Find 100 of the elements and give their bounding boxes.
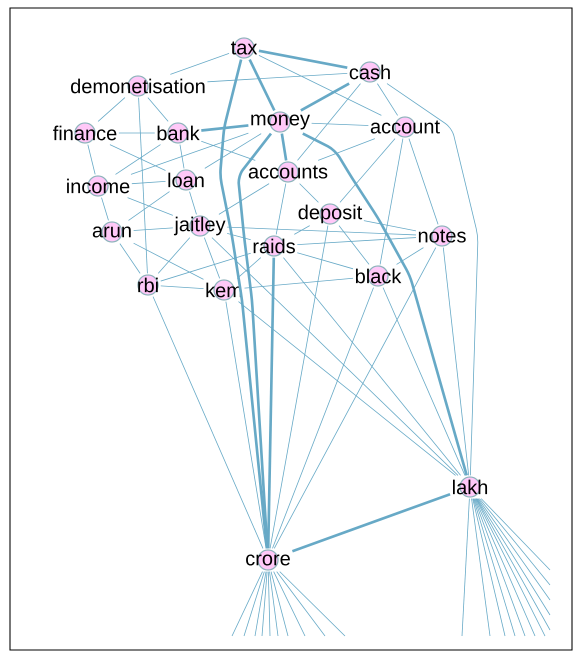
- term-node: finance: [53, 122, 116, 144]
- network-edge: [276, 571, 326, 636]
- term-node: cash: [350, 61, 390, 83]
- network-edge: [270, 225, 328, 549]
- network-edge: [236, 257, 262, 279]
- term-node: jaitley: [174, 215, 226, 237]
- network-edge: [115, 144, 161, 175]
- network-edge: [127, 197, 174, 216]
- network-edge: [270, 571, 288, 636]
- network-edge: [297, 83, 361, 161]
- term-node: money: [251, 111, 310, 133]
- network-edge: [212, 237, 458, 476]
- term-node: accounts: [248, 161, 328, 183]
- network-edge: [226, 226, 416, 236]
- network-edge: [158, 237, 190, 274]
- network-edge: [258, 50, 348, 69]
- network-edge: [386, 83, 478, 476]
- network-edge: [118, 132, 156, 134]
- term-node: raids: [254, 235, 295, 257]
- network-edge: [408, 138, 438, 225]
- network-edge: [133, 227, 174, 231]
- term-node: deposit: [298, 203, 362, 225]
- network-edge: [273, 571, 306, 636]
- network-edge: [380, 138, 404, 265]
- term-node: black: [356, 265, 402, 287]
- network-edge: [204, 133, 262, 169]
- network-edge: [131, 181, 166, 184]
- network-edge: [283, 257, 461, 476]
- network-edge: [204, 237, 220, 279]
- term-node: income: [67, 175, 130, 197]
- network-edge: [462, 498, 470, 636]
- network-edge: [318, 138, 376, 161]
- network-edge: [338, 225, 370, 265]
- network-edge: [218, 183, 270, 215]
- network-edge: [311, 122, 369, 126]
- network-edge: [302, 132, 468, 476]
- network-edge: [480, 498, 550, 570]
- network-edge: [473, 498, 516, 636]
- network-edge: [201, 124, 249, 132]
- term-node: lakh: [453, 476, 488, 498]
- network-edge: [237, 132, 272, 548]
- network-edge: [130, 132, 249, 175]
- network-edge: [248, 59, 276, 111]
- network-edge: [219, 59, 268, 549]
- network-edge: [300, 82, 350, 112]
- network-edge: [160, 285, 204, 290]
- network-edge: [279, 571, 346, 636]
- network-edge: [226, 232, 252, 240]
- network-edge: [244, 278, 354, 289]
- network-edge: [138, 97, 148, 274]
- network-edge: [272, 287, 374, 549]
- network-edge: [119, 243, 141, 274]
- network-edge: [266, 258, 276, 548]
- network-edge: [376, 83, 398, 116]
- network-edge: [262, 571, 268, 636]
- network-edge: [268, 571, 270, 636]
- network-edge: [472, 498, 506, 636]
- network-edge: [258, 54, 382, 116]
- network-edge: [274, 247, 436, 549]
- network-edge: [471, 498, 490, 636]
- network-edge: [133, 242, 204, 280]
- network-edge: [189, 191, 197, 215]
- network-edge: [479, 498, 550, 586]
- network-edge: [280, 133, 288, 161]
- network-edge: [396, 247, 424, 265]
- term-node: crore: [246, 549, 290, 571]
- network-edge: [128, 191, 170, 221]
- network-edge: [200, 140, 256, 161]
- network-edge: [292, 492, 451, 552]
- network-edge: [296, 237, 416, 246]
- network-edge: [87, 144, 96, 175]
- network-edge: [474, 498, 526, 636]
- network-edge: [254, 571, 266, 636]
- network-edge: [442, 247, 470, 476]
- network-edge: [276, 183, 286, 235]
- network-edge: [147, 97, 169, 122]
- network-edge: [101, 197, 109, 221]
- network-edge: [152, 296, 264, 549]
- term-node: rbi: [137, 274, 159, 296]
- network-edge: [269, 571, 278, 636]
- network-edge: [98, 97, 126, 122]
- network-edge: [232, 571, 263, 636]
- network-edge: [207, 72, 348, 82]
- network-edge: [244, 571, 265, 636]
- network-edge: [340, 138, 396, 203]
- network-edge: [238, 301, 456, 476]
- term-node: notes: [418, 225, 466, 247]
- term-node: tax: [230, 37, 258, 59]
- node-label: demonetisation: [71, 78, 205, 94]
- term-node: bank: [158, 122, 200, 144]
- network-edge: [296, 252, 354, 270]
- term-node: arun: [92, 221, 131, 243]
- network-edge: [294, 225, 310, 235]
- network-edge: [363, 220, 416, 232]
- network-edge: [382, 287, 466, 476]
- term-node: demonetisation: [71, 75, 204, 97]
- term-node: loan: [168, 169, 204, 191]
- network-edge: [160, 252, 252, 282]
- network-edge: [110, 144, 166, 171]
- network-edge: [299, 183, 319, 203]
